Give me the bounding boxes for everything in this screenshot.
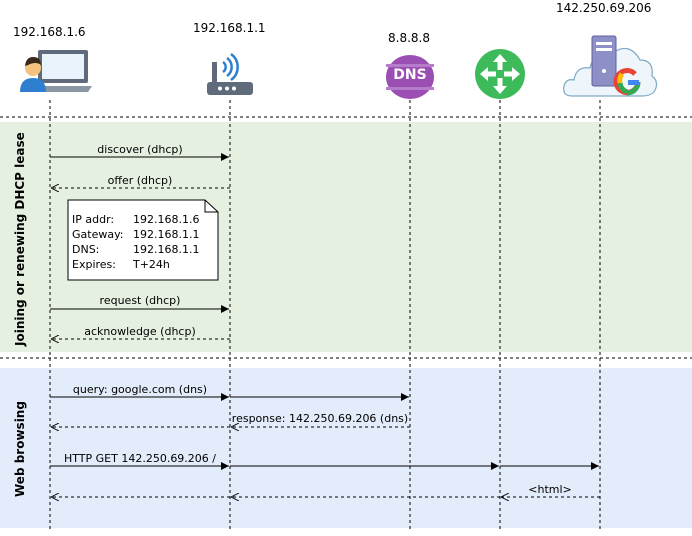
web-section-band [0,368,692,528]
lease-value-dns: 192.168.1.1 [133,243,200,256]
network-router-icon [475,49,525,99]
message-request: request (dhcp) [99,294,181,307]
lease-note-box [67,199,219,281]
lease-key-gateway: Gateway: [72,228,124,241]
host-ip-dns: 8.8.8.8 [388,31,430,45]
wifi-router-icon [207,52,253,95]
lease-value-expires: T+24h [133,258,170,271]
lease-key-dns: DNS: [72,243,100,256]
host-ip-router: 192.168.1.1 [193,21,266,35]
section-title-web: Web browsing [13,401,27,497]
message-query: query: google.com (dns) [72,383,208,396]
message-acknowledge: acknowledge (dhcp) [84,325,196,338]
message-offer: offer (dhcp) [107,174,173,187]
message-response: response: 142.250.69.206 (dns) [231,412,409,425]
laptop-user-icon [20,50,92,92]
message-discover: discover (dhcp) [97,143,183,156]
message-html: <html> [528,483,572,496]
lease-value-gateway: 192.168.1.1 [133,228,200,241]
dns-badge-text: DNS [393,67,427,83]
message-http-get: HTTP GET 142.250.69.206 / [63,452,217,465]
host-ip-google: 142.250.69.206 [556,1,652,15]
section-title-dhcp: Joining or renewing DHCP lease [13,132,27,346]
lease-value-ip: 192.168.1.6 [133,213,200,226]
lease-key-ip: IP addr: [72,213,115,226]
dns-server-icon: DNS [385,54,435,100]
cloud-server-google-icon: G [562,26,662,106]
host-ip-laptop: 192.168.1.6 [13,25,86,39]
lease-key-expires: Expires: [72,258,116,271]
